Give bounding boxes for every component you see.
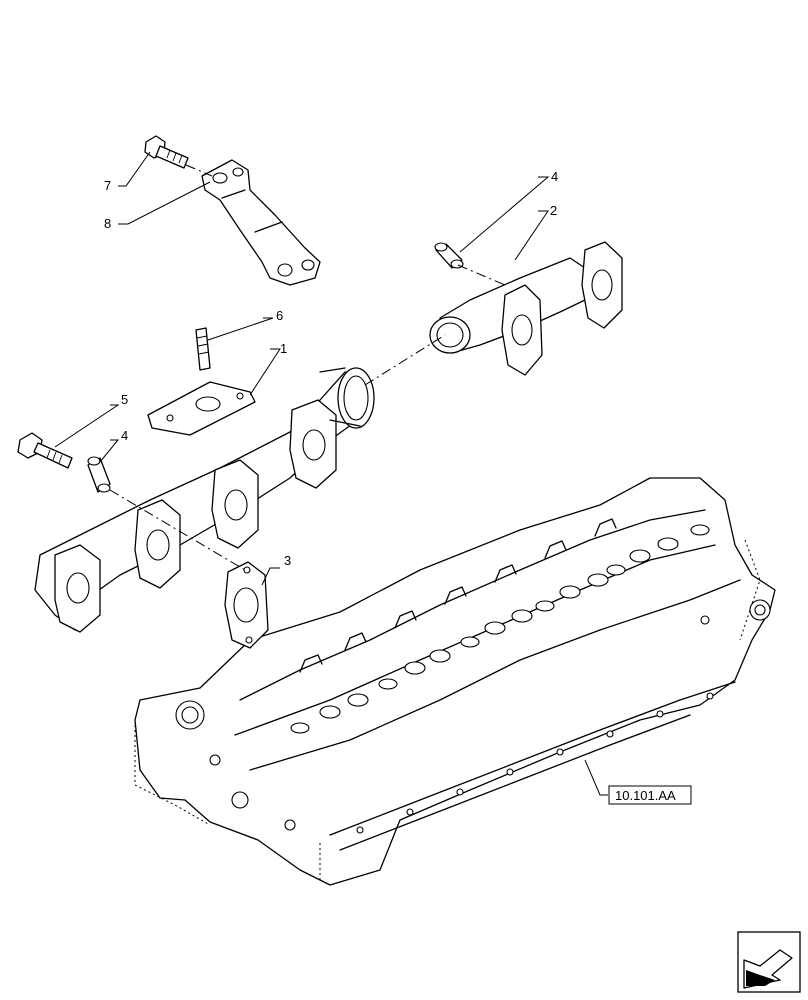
callout-3: 3 <box>284 553 291 568</box>
reference-label: 10.101.AA <box>615 788 676 803</box>
part-spacer-left <box>87 456 111 493</box>
page-arrow-icon[interactable] <box>737 931 801 993</box>
callout-4-right: 4 <box>551 169 558 184</box>
assembly-center-lines <box>109 164 506 571</box>
callout-1: 1 <box>280 341 287 356</box>
part-bolt-upper <box>144 135 189 169</box>
callouts: 1 2 3 4 4 5 6 7 8 <box>104 169 558 568</box>
bolt-holes <box>356 692 714 834</box>
part-bolt <box>17 432 73 469</box>
part-stud <box>195 327 211 371</box>
part-support-bracket <box>201 159 321 286</box>
callout-6: 6 <box>276 308 283 323</box>
callout-2: 2 <box>550 203 557 218</box>
reference-tag[interactable]: 10.101.AA <box>608 785 692 805</box>
callout-5: 5 <box>121 392 128 407</box>
front-face-features <box>175 599 771 831</box>
part-elbow-pipe <box>429 241 623 376</box>
valve-pockets <box>290 524 710 734</box>
callout-7: 7 <box>104 178 111 193</box>
cylinder-head <box>134 477 776 886</box>
leader-lines <box>54 151 608 796</box>
part-gasket <box>224 561 269 649</box>
part-exhaust-manifold <box>34 367 375 633</box>
callout-8: 8 <box>104 216 111 231</box>
part-spacer-right <box>434 242 464 269</box>
callout-4-left: 4 <box>121 428 128 443</box>
